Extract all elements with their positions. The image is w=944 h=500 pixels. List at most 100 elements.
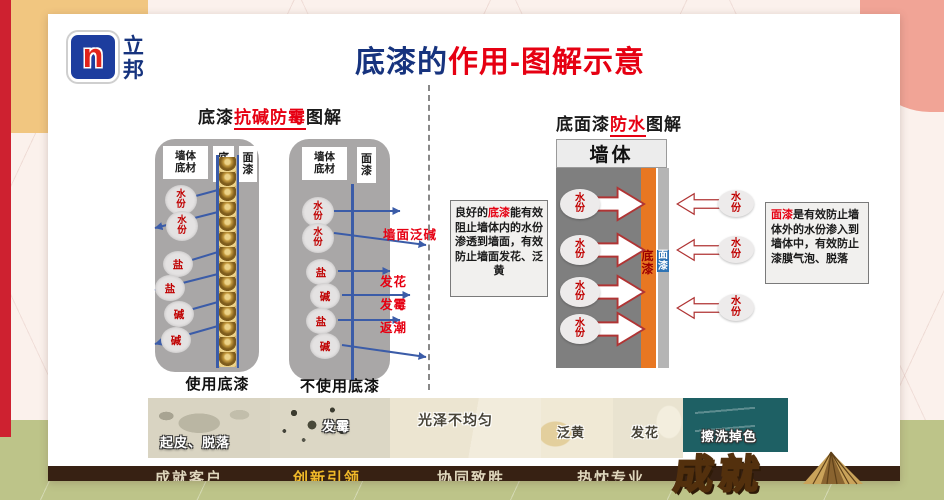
bubble-moisture: 水份 xyxy=(302,223,334,253)
bubble-alkali: 碱 xyxy=(310,283,340,309)
bubble-moisture: 水份 xyxy=(165,185,197,215)
bubble-text: 盐 xyxy=(172,258,184,271)
brand-name: 立邦 xyxy=(122,35,145,82)
brand-name-text: 立邦 xyxy=(122,35,144,82)
moisture-text: 水份 xyxy=(574,192,585,214)
primer-right-boundary xyxy=(236,155,239,368)
bubble-alkali: 碱 xyxy=(164,301,194,327)
footer-value: 协同致胜 xyxy=(437,470,506,481)
mountain-image xyxy=(803,451,863,485)
moisture-ellipse: 水份 xyxy=(560,189,600,219)
bubble-salt: 盐 xyxy=(306,308,336,334)
header-substrate-a-text: 墙体底材 xyxy=(175,149,196,174)
moisture-arrow-left xyxy=(676,293,722,323)
bubble-text: 碱 xyxy=(319,340,331,353)
penetrate-arrows xyxy=(333,207,427,360)
moisture-arrow-left xyxy=(676,235,722,265)
moisture-arrow-left xyxy=(676,189,722,219)
photo-mold: 发霉 xyxy=(270,398,390,458)
big-achievement-text: 成就 xyxy=(670,452,767,498)
note-red: 底漆 xyxy=(488,207,510,219)
page-title: 底漆的作用-图解示意 xyxy=(320,37,680,81)
right-heading-pre: 底面漆 xyxy=(556,115,610,134)
photo-label: 发花 xyxy=(631,425,660,440)
defect-label-damp: 返潮 xyxy=(380,321,408,335)
photo-label: 起皮、脱落 xyxy=(160,435,231,450)
bubble-salt: 盐 xyxy=(163,251,193,277)
photo-uneven-gloss: 光泽不均匀 xyxy=(390,398,541,458)
caption-with-primer: 使用底漆 xyxy=(185,376,250,393)
header-topcoat-a: 面漆 xyxy=(239,146,257,182)
topcoat-strip-text: 面漆 xyxy=(657,250,669,273)
footer-bar: 成就客户 创新引领 协同致胜 热忱专业 xyxy=(48,466,900,481)
left-heading-post: 图解 xyxy=(306,108,342,127)
primer-layer-texture xyxy=(219,157,236,367)
right-heading-red: 防水 xyxy=(610,115,646,137)
header-topcoat-b-text: 面漆 xyxy=(361,152,372,177)
primer-layer-strip xyxy=(641,168,656,368)
bubble-salt: 盐 xyxy=(306,259,336,285)
bubble-text: 碱 xyxy=(173,308,185,321)
defect-label-efflorescence: 墙面泛碱 xyxy=(383,228,438,242)
bubble-text: 盐 xyxy=(315,266,327,279)
wall-label: 墙体 xyxy=(589,145,634,166)
primer-strip-text: 底漆 xyxy=(641,249,654,277)
bubble-moisture: 水份 xyxy=(302,197,334,227)
header-substrate-a: 墙体底材 xyxy=(163,146,208,179)
bubble-text: 碱 xyxy=(319,290,331,303)
photo-peeling: 起皮、脱落 xyxy=(148,398,270,458)
note-red: 面漆 xyxy=(771,209,793,221)
nippon-logo-icon: n xyxy=(68,32,118,82)
note-post: 能有效阻止墙体内的水份渗透到墙面，有效防止墙面发花、泛黄 xyxy=(455,207,543,278)
bubble-text: 水份 xyxy=(313,200,323,222)
left-section-heading: 底漆抗碱防霉图解 xyxy=(198,103,342,130)
caption-without-primer: 不使用底漆 xyxy=(299,378,380,395)
header-topcoat-b: 面漆 xyxy=(357,147,376,183)
moisture-ellipse: 水份 xyxy=(718,190,754,217)
topcoat-boundary-line xyxy=(351,184,354,380)
logo-n-glyph: n xyxy=(82,36,104,75)
primer-left-boundary xyxy=(216,155,219,368)
bubble-text: 盐 xyxy=(164,282,176,295)
wall-header: 墙体 xyxy=(556,139,667,168)
photo-label: 发霉 xyxy=(322,419,351,434)
left-heading-red: 抗碱防霉 xyxy=(234,108,306,130)
title-red-part: 作用-图解示意 xyxy=(448,46,645,79)
right-heading-post: 图解 xyxy=(646,115,682,134)
moisture-text: 水份 xyxy=(574,238,585,260)
note-pre: 良好的 xyxy=(455,207,488,219)
red-edge-strip xyxy=(0,0,11,437)
bubble-text: 水份 xyxy=(313,226,323,248)
moisture-text: 水份 xyxy=(574,280,585,302)
defect-label-blooming: 发花 xyxy=(380,275,408,289)
bubble-alkali: 碱 xyxy=(161,327,191,353)
photo-label: 擦洗掉色 xyxy=(701,429,758,444)
bubble-text: 碱 xyxy=(170,334,182,347)
note-post: 是有效防止墙体外的水份渗入到墙体中，有效防止漆膜气泡、脱落 xyxy=(771,209,859,265)
header-topcoat-a-text: 面漆 xyxy=(242,151,254,176)
bubble-text: 水份 xyxy=(177,214,187,236)
primer-note-box: 良好的底漆能有效阻止墙体内的水份渗透到墙面，有效防止墙面发花、泛黄 xyxy=(450,200,548,297)
footer-value: 成就客户 xyxy=(155,470,224,481)
topcoat-strip-label: 面漆 xyxy=(657,250,669,273)
bubble-text: 盐 xyxy=(315,315,327,328)
moisture-ellipse: 水份 xyxy=(560,235,600,265)
header-substrate-b-text: 墙体底材 xyxy=(314,150,335,175)
photo-color-fading: 擦洗掉色 xyxy=(683,398,788,452)
topcoat-note-box: 面漆是有效防止墙体外的水份渗入到墙体中，有效防止漆膜气泡、脱落 xyxy=(765,202,869,284)
header-substrate-b: 墙体底材 xyxy=(302,147,347,180)
moisture-text: 水份 xyxy=(730,238,741,260)
bubble-salt: 盐 xyxy=(155,275,185,301)
right-section-heading: 底面漆防水图解 xyxy=(556,110,682,137)
footer-value: 创新引领 xyxy=(293,470,362,481)
photo-label: 光泽不均匀 xyxy=(418,412,493,428)
left-heading-pre: 底漆 xyxy=(198,108,234,127)
moisture-text: 水份 xyxy=(574,317,585,339)
defect-label-mold: 发霉 xyxy=(380,298,408,312)
moisture-text: 水份 xyxy=(730,192,741,214)
footer-value: 热忱专业 xyxy=(577,470,646,481)
moisture-ellipse: 水份 xyxy=(718,236,754,263)
photo-blooming: 发花 xyxy=(613,398,683,458)
bubble-alkali: 碱 xyxy=(310,333,340,359)
moisture-ellipse: 水份 xyxy=(560,314,600,344)
